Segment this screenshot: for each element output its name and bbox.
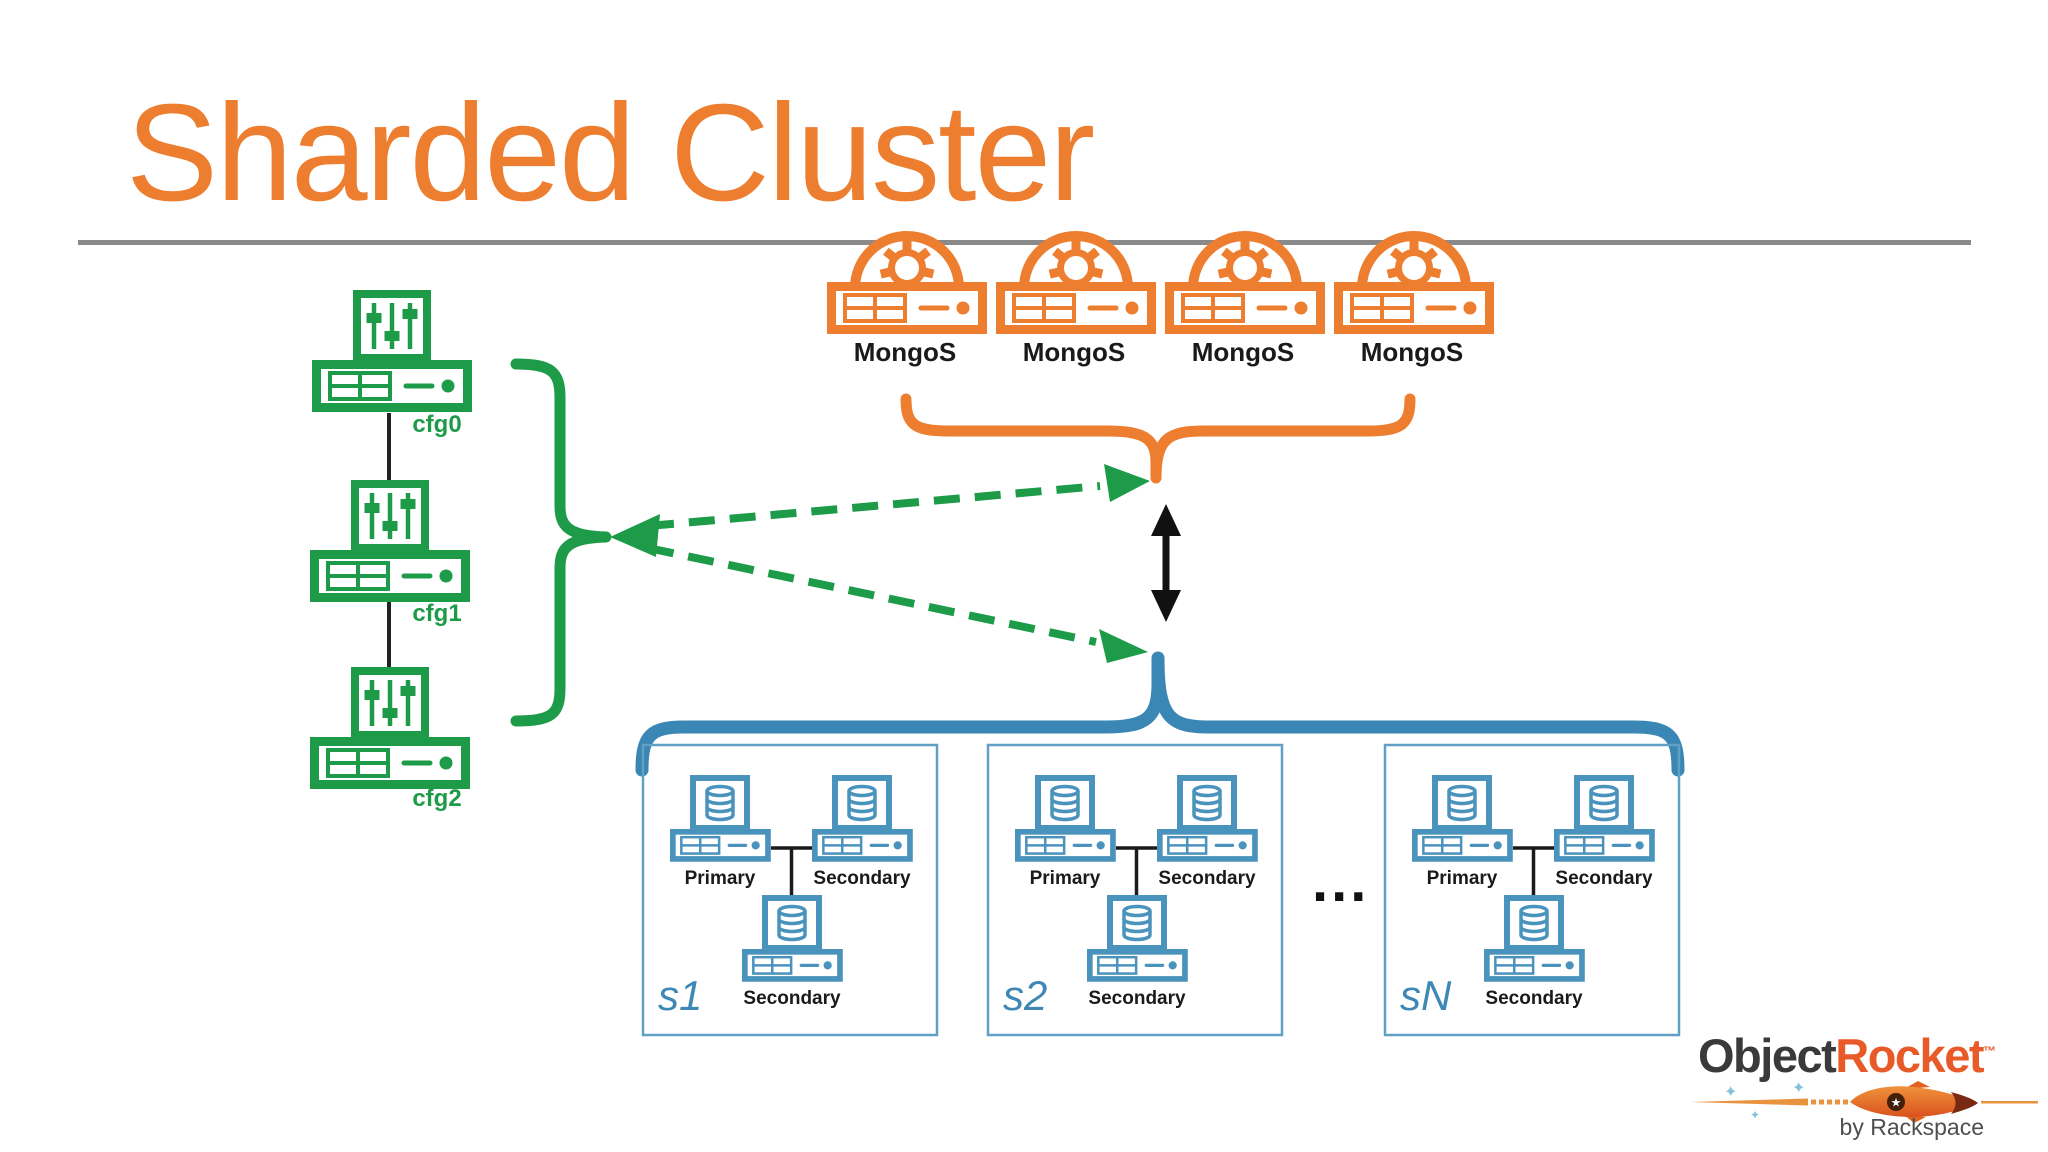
dashed-arrow-to-mongos <box>647 482 1101 530</box>
sparkle-icon: ✦ <box>1792 1080 1806 1097</box>
shard-box <box>641 743 939 1037</box>
shards-brace <box>635 651 1685 777</box>
cfg2-label: cfg2 <box>412 785 461 812</box>
mongos-icon-2 <box>1001 236 1152 330</box>
config-server-icon-cfg0 <box>317 294 468 408</box>
page-title: Sharded Cluster <box>126 76 1095 230</box>
config-server-icon-cfg1 <box>315 484 466 598</box>
shard-box <box>1383 743 1681 1037</box>
primary-node-icon <box>1415 778 1510 859</box>
dashed-arrow-to-shards <box>647 544 1097 646</box>
secondary-node-icon <box>1160 778 1255 859</box>
mongos-icon-1 <box>832 236 983 330</box>
title-divider <box>78 240 1971 245</box>
secondary-label: Secondary <box>1555 868 1653 889</box>
secondary-label: Secondary <box>1158 868 1256 889</box>
secondary-label: Secondary <box>743 988 841 1009</box>
config-servers-brace <box>510 358 612 727</box>
objectrocket-logo: ObjectRocket™ ✦ ✦ ✦ <box>1688 1030 2038 1148</box>
primary-node-icon <box>1018 778 1113 859</box>
objectrocket-wordmark: ObjectRocket™ <box>1698 1030 1996 1082</box>
logo-trademark: ™ <box>1983 1043 1996 1059</box>
primary-node-icon <box>673 778 768 859</box>
shard-box <box>986 743 1284 1037</box>
primary-label: Primary <box>1030 868 1101 889</box>
secondary-node-icon <box>1090 898 1185 979</box>
secondary-node-icon <box>815 778 910 859</box>
logo-byline: by Rackspace <box>1839 1114 1984 1140</box>
logo-object-text: Object <box>1698 1029 1837 1082</box>
mongos-icon-3 <box>1170 236 1321 330</box>
arrowhead-up <box>1151 504 1181 536</box>
arrowhead-down <box>1151 590 1181 622</box>
mongos-brace <box>900 393 1416 484</box>
shard-id-label: s1 <box>658 972 702 1019</box>
shard-group-s2: Primary Secondary Secondary s2 <box>986 743 1284 1037</box>
arrowhead-upper-right <box>1104 464 1150 502</box>
shard-group-s1: Primary Secondary Secondary s1 <box>641 743 939 1037</box>
shard-group-sN: Primary Secondary Secondary sN <box>1383 743 1681 1037</box>
arrowhead-left <box>610 514 660 557</box>
secondary-node-icon <box>1557 778 1652 859</box>
sparkle-icon: ✦ <box>1750 1108 1761 1122</box>
rocket-icon: ★ <box>1690 1081 2038 1123</box>
config-server-icon-cfg2 <box>315 671 466 785</box>
mongos-label-2: MongoS <box>1023 337 1126 367</box>
config-routing-arrows <box>610 464 1150 663</box>
secondary-node-icon <box>745 898 840 979</box>
primary-label: Primary <box>685 868 756 889</box>
logo-rocket-text: Rocket <box>1835 1029 1984 1082</box>
primary-label: Primary <box>1427 868 1498 889</box>
mongos-shards-double-arrow <box>1151 504 1181 622</box>
mongos-label-1: MongoS <box>854 337 957 367</box>
svg-text:★: ★ <box>1891 1096 1902 1110</box>
cfg1-label: cfg1 <box>412 600 461 627</box>
shard-id-label: sN <box>1400 972 1452 1019</box>
secondary-node-icon <box>1487 898 1582 979</box>
arrowhead-lower-right <box>1099 629 1148 663</box>
mongos-label-3: MongoS <box>1192 337 1295 367</box>
secondary-label: Secondary <box>1088 988 1186 1009</box>
sparkle-icon: ✦ <box>1724 1084 1738 1101</box>
secondary-label: Secondary <box>1485 988 1583 1009</box>
mongos-label-4: MongoS <box>1361 337 1464 367</box>
mongos-icon-4 <box>1339 236 1490 330</box>
cfg0-label: cfg0 <box>412 411 461 438</box>
secondary-label: Secondary <box>813 868 911 889</box>
shards-ellipsis: ... <box>1312 849 1369 914</box>
shard-id-label: s2 <box>1003 972 1047 1019</box>
